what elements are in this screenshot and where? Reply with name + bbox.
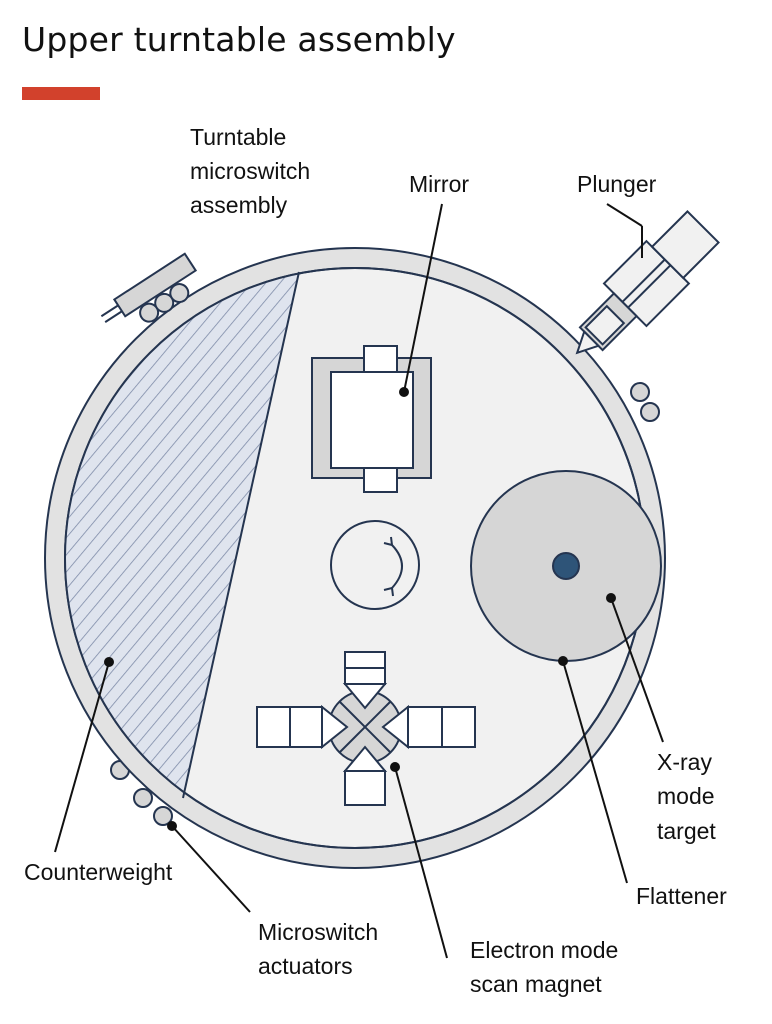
turntable-microswitch-assembly (100, 252, 198, 323)
plunger (575, 210, 720, 355)
center-rotation-hub (330, 520, 420, 610)
electron-mode-scan-magnet (256, 651, 476, 806)
mirror (311, 345, 432, 493)
label-plunger: Plunger (577, 171, 657, 197)
label-flattener: Flattener (636, 883, 727, 909)
ring-bumps-right (630, 382, 660, 422)
xray-target-dot (552, 552, 580, 580)
leader-lines (54, 203, 664, 959)
label-turntable-microswitch: Turntable microswitch assembly (190, 124, 317, 218)
title-accent-bar (22, 87, 100, 100)
label-counterweight: Counterweight (24, 859, 173, 885)
label-microswitch-actuators: Microswitch actuators (258, 919, 385, 979)
label-xray-mode-target: X-ray mode target (657, 749, 721, 844)
label-mirror: Mirror (409, 171, 469, 197)
labels: Turntable microswitch assembly Mirror Pl… (24, 124, 727, 997)
diagram-title: Upper turntable assembly (22, 20, 456, 59)
label-electron-mode-scan-magnet: Electron mode scan magnet (470, 937, 625, 997)
